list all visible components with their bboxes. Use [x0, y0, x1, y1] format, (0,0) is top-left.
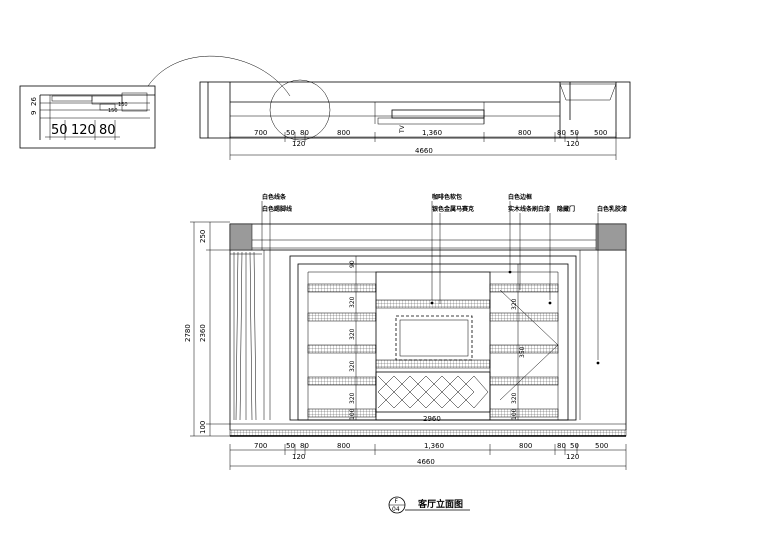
ceiling-left-block — [229, 223, 253, 251]
label-wood-white-lacquer: 实木线条刷白漆 — [508, 205, 550, 213]
elev-dim-250: 250 — [199, 230, 207, 243]
floor-strip — [229, 429, 627, 437]
elev-subdim-120a: 120 — [292, 453, 305, 461]
plan-dim-1360: 1,360 — [422, 129, 442, 137]
label-silver-mosaic: 银色金属马赛克 — [432, 205, 474, 213]
ceiling-right-block — [595, 223, 627, 251]
inset-hdim-80: 80 — [99, 123, 116, 138]
inner-dim-100: 100 — [349, 408, 356, 420]
material-callouts — [261, 201, 600, 420]
elev-subdim-120b: 120 — [566, 453, 579, 461]
inset-vdim-2: 9 — [30, 111, 38, 115]
plan-dim-50b: 50 — [570, 129, 579, 137]
hidden-door-swing — [499, 289, 559, 401]
inset-vdim-1: 26 — [30, 97, 38, 106]
elev-dim-ticks — [229, 444, 627, 470]
elev-bdim-800b: 800 — [519, 442, 532, 450]
drawing-title: F 04 客厅立面图 — [388, 496, 470, 514]
inner-dim-320a: 320 — [349, 296, 356, 308]
elev-bdim-80a: 80 — [300, 442, 309, 450]
plan-dim-80a: 80 — [300, 129, 309, 137]
inner-r-dim-320b: 320 — [511, 392, 518, 404]
elev-bdim-50b: 50 — [570, 442, 579, 450]
elev-bdim-700: 700 — [254, 442, 267, 450]
inner-dim-320d: 320 — [349, 392, 356, 404]
plan-subdim-120a: 120 — [292, 140, 305, 148]
elev-bdim-1360: 1,360 — [424, 442, 444, 450]
inner-width-2960: 2960 — [423, 415, 441, 423]
plan-view: TV 700 50 80 800 1,360 800 80 50 500 120… — [199, 79, 631, 160]
inset-hdim-50: 50 — [51, 123, 68, 138]
elev-dim-2360: 2360 — [199, 324, 207, 342]
inner-dim-320b: 320 — [349, 328, 356, 340]
plan-dim-80b: 80 — [557, 129, 566, 137]
plan-subdim-120b: 120 — [566, 140, 579, 148]
inset-tag-2: 130 — [118, 102, 128, 108]
elevation-view: 250 2780 2360 100 90 320 320 320 320 100… — [184, 193, 627, 470]
label-white-skirting: 白色踢脚线 — [262, 205, 292, 213]
plan-dim-ticks — [229, 132, 617, 160]
plan-dim-500: 500 — [594, 129, 607, 137]
label-white-line: 白色线条 — [262, 193, 287, 201]
drawing-title-text: 客厅立面图 — [417, 498, 463, 510]
inset-hdim-120: 120 — [71, 123, 96, 138]
elev-bdim-80b: 80 — [557, 442, 566, 450]
title-symbol-top: F — [395, 498, 399, 505]
inset-tag-1: 150 — [108, 108, 118, 114]
label-white-latex-paint: 白色乳胶漆 — [597, 205, 627, 213]
plan-dim-700: 700 — [254, 129, 267, 137]
mosaic-band-bottom — [375, 359, 491, 369]
plan-dim-800a: 800 — [337, 129, 350, 137]
tv-screen — [395, 315, 473, 361]
label-coffee-soft-panel: 咖啡色软包 — [432, 193, 462, 201]
label-white-edge: 白色边框 — [508, 193, 532, 201]
left-shelves — [307, 271, 377, 420]
inner-dim-320c: 320 — [349, 360, 356, 372]
soft-panel — [375, 371, 491, 413]
label-hidden-door: 隐藏门 — [557, 205, 575, 213]
detail-inset: 26 9 150 130 50 120 80 — [19, 55, 291, 149]
tv-wall-frame-outer — [289, 255, 577, 421]
elev-dim-2780: 2780 — [184, 324, 192, 342]
mosaic-band-top — [375, 299, 491, 309]
elev-dim-100: 100 — [199, 421, 207, 434]
plan-dim-50a: 50 — [286, 129, 295, 137]
curtain — [230, 251, 262, 421]
inner-r-dim-100: 100 — [511, 408, 518, 420]
plan-dim-800b: 800 — [518, 129, 531, 137]
plan-tv-label: TV — [399, 124, 406, 134]
elev-bdim-50a: 50 — [286, 442, 295, 450]
elev-dim-total: 4660 — [417, 458, 435, 466]
right-shelves — [489, 271, 559, 420]
plan-dim-total: 4660 — [415, 147, 433, 155]
inner-r-dim-320a: 320 — [511, 298, 518, 310]
inner-dim-90: 90 — [349, 260, 356, 268]
elev-bdim-800a: 800 — [337, 442, 350, 450]
detail-leader-arc — [147, 55, 291, 97]
inner-r-dim-350: 350 — [519, 346, 526, 358]
elev-bdim-500: 500 — [595, 442, 608, 450]
title-symbol-bottom: 04 — [392, 506, 400, 513]
